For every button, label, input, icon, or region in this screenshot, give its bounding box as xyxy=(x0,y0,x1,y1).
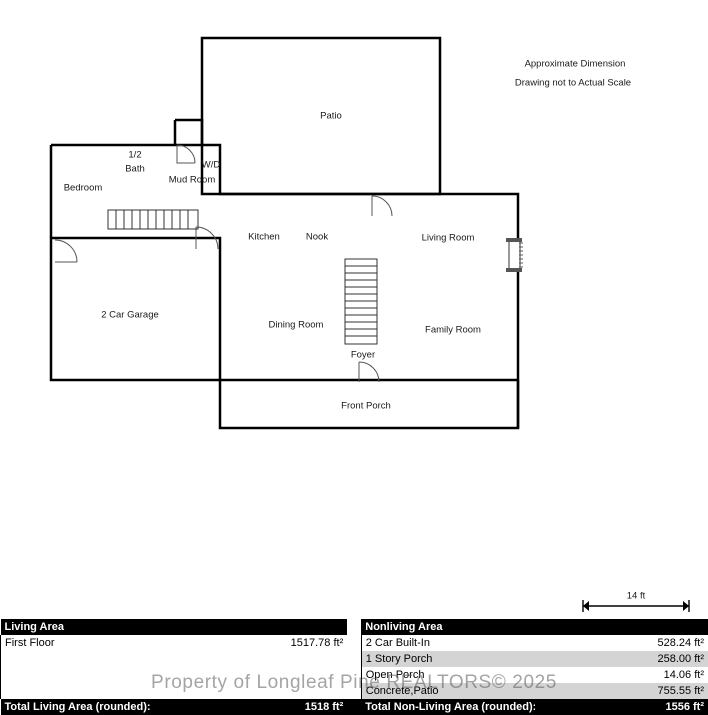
nonliving-area-header: Nonliving Area xyxy=(361,619,708,635)
scale-bar-label: 14 ft xyxy=(627,591,646,602)
closet-bumpout-outline xyxy=(175,120,202,145)
column-separator xyxy=(347,699,361,715)
table-row: 1 Story Porch 258.00 ft² xyxy=(1,651,708,667)
note-approximate-dimension: Approximate Dimension xyxy=(525,59,626,70)
stair-upper-left xyxy=(108,210,198,229)
floor-plan-svg: Patio 1/2 Bath W/D Mud Room Bedroom Kitc… xyxy=(0,0,708,615)
living-total-label: Total Living Area (rounded): xyxy=(1,699,174,715)
room-label-patio: Patio xyxy=(320,111,342,122)
area-table: Living Area Nonliving Area First Floor 1… xyxy=(0,619,708,715)
door-swing-mudroom xyxy=(177,145,195,163)
door-swing-patio xyxy=(372,196,392,216)
column-separator xyxy=(347,619,361,635)
nonliving-row-label-0: 2 Car Built-In xyxy=(361,635,534,651)
room-label-half-bath-line2: Bath xyxy=(125,164,145,175)
note-not-to-scale: Drawing not to Actual Scale xyxy=(515,78,631,89)
room-label-nook: Nook xyxy=(306,232,328,243)
nonliving-row-label-3: Concrete,Patio xyxy=(361,683,534,699)
room-label-garage: 2 Car Garage xyxy=(101,310,159,321)
nonliving-row-value-0: 528.24 ft² xyxy=(535,635,708,651)
column-separator xyxy=(347,683,361,699)
table-total-row: Total Living Area (rounded): 1518 ft² To… xyxy=(1,699,708,715)
nonliving-total-label: Total Non-Living Area (rounded): xyxy=(361,699,534,715)
scale-bar: 14 ft xyxy=(583,591,689,612)
column-separator xyxy=(347,667,361,683)
room-label-dining-room: Dining Room xyxy=(269,320,324,331)
living-row-label-2 xyxy=(1,667,174,683)
stair-main-foyer xyxy=(345,259,377,344)
upper-left-wing-outline xyxy=(51,145,518,428)
nonliving-total-value: 1556 ft² xyxy=(535,699,708,715)
nonliving-row-label-1: 1 Story Porch xyxy=(361,651,534,667)
living-total-value: 1518 ft² xyxy=(174,699,347,715)
living-row-label-0: First Floor xyxy=(1,635,174,651)
room-label-kitchen: Kitchen xyxy=(248,232,280,243)
room-label-foyer: Foyer xyxy=(351,350,375,361)
table-header-row: Living Area Nonliving Area xyxy=(1,619,708,635)
nonliving-row-value-1: 258.00 ft² xyxy=(535,651,708,667)
living-area-header: Living Area xyxy=(1,619,348,635)
door-swing-garage-entry xyxy=(55,240,77,262)
nonliving-row-value-3: 755.55 ft² xyxy=(535,683,708,699)
table-row: First Floor 1517.78 ft² 2 Car Built-In 5… xyxy=(1,635,708,651)
table-row: Concrete,Patio 755.55 ft² xyxy=(1,683,708,699)
living-row-label-1 xyxy=(1,651,174,667)
living-row-value-0: 1517.78 ft² xyxy=(174,635,347,651)
room-label-front-porch: Front Porch xyxy=(341,401,391,412)
living-row-value-3 xyxy=(174,683,347,699)
room-label-living-room: Living Room xyxy=(422,233,475,244)
living-row-value-1 xyxy=(174,651,347,667)
nonliving-row-value-2: 14.06 ft² xyxy=(535,667,708,683)
fireplace-feature xyxy=(506,238,523,272)
living-row-label-3 xyxy=(1,683,174,699)
floor-plan-drawing: Patio 1/2 Bath W/D Mud Room Bedroom Kitc… xyxy=(0,0,708,615)
room-label-family-room: Family Room xyxy=(425,325,481,336)
column-separator xyxy=(347,635,361,651)
column-separator xyxy=(347,651,361,667)
living-row-value-2 xyxy=(174,667,347,683)
room-label-washer-dryer: W/D xyxy=(202,160,221,171)
room-label-half-bath-line1: 1/2 xyxy=(128,150,141,161)
area-summary-table: Living Area Nonliving Area First Floor 1… xyxy=(0,619,708,710)
nonliving-row-label-2: Open Porch xyxy=(361,667,534,683)
room-label-mud-room: Mud Room xyxy=(169,175,216,186)
room-label-bedroom: Bedroom xyxy=(64,183,103,194)
table-row: Open Porch 14.06 ft² xyxy=(1,667,708,683)
